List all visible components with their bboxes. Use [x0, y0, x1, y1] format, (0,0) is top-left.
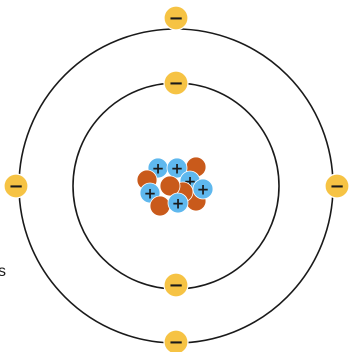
- nucleus: ++++++: [137, 157, 213, 216]
- edge-glyph: s: [0, 263, 6, 280]
- electron-sign: −: [8, 176, 23, 197]
- electron-inner-2: −: [164, 71, 188, 95]
- electron-sign: −: [168, 8, 183, 29]
- electron-sign: −: [168, 73, 183, 94]
- proton-sign: +: [171, 160, 184, 178]
- electron-outer-1: −: [164, 6, 188, 30]
- proton-sign: +: [197, 181, 210, 199]
- electron-sign: −: [329, 176, 344, 197]
- neutron-icon: [150, 196, 170, 216]
- electron-sign: −: [168, 332, 183, 352]
- electron-inner-5: −: [164, 273, 188, 297]
- proton-sign: +: [172, 195, 185, 213]
- neutron-4: [150, 196, 170, 216]
- electron-sign: −: [168, 275, 183, 296]
- proton-5: +: [193, 179, 213, 199]
- electron-outer-3: −: [4, 174, 28, 198]
- proton-6: +: [168, 193, 188, 213]
- electron-outer-4: −: [325, 174, 349, 198]
- electron-outer-6: −: [164, 330, 188, 352]
